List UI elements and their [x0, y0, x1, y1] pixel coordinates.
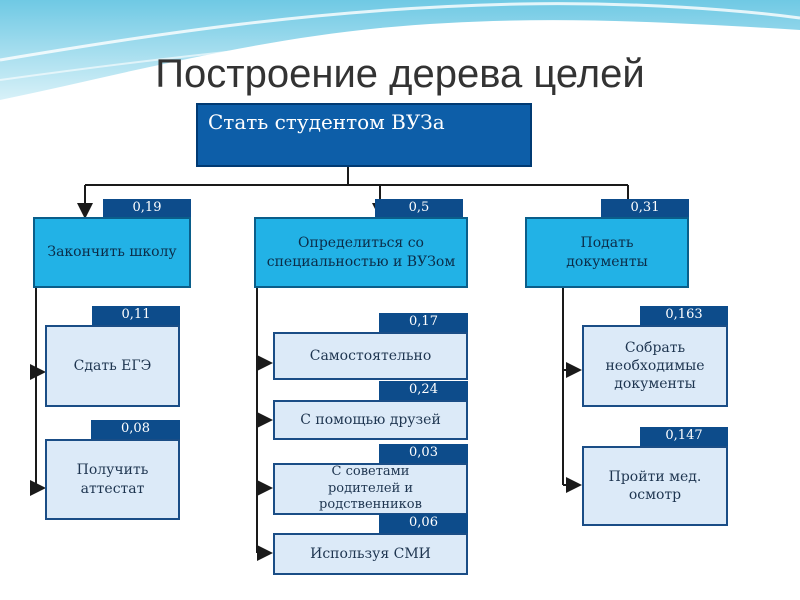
weight-badge: 0,03	[379, 444, 468, 464]
goal-finish-school: Закончить школу	[33, 217, 191, 288]
subgoal-media: Используя СМИ	[273, 533, 468, 575]
weight-badge: 0,24	[379, 381, 468, 401]
goal-choose-specialty: Определиться со специальностью и ВУЗом	[254, 217, 468, 288]
slide-title: Построение дерева целей	[155, 52, 645, 96]
header-wave-decoration	[0, 0, 800, 100]
weight-badge: 0,5	[375, 199, 463, 219]
subgoal-independently: Самостоятельно	[273, 332, 468, 380]
subgoal-parents-advice: С советами родителей и родственников	[273, 463, 468, 515]
subgoal-get-certificate: Получить аттестат	[45, 439, 180, 520]
subgoal-with-friends: С помощью друзей	[273, 400, 468, 440]
weight-badge: 0,17	[379, 313, 468, 333]
weight-badge: 0,163	[640, 306, 728, 326]
weight-badge: 0,06	[379, 514, 468, 534]
weight-badge: 0,08	[91, 420, 180, 440]
goal-submit-documents: Подать документы	[525, 217, 689, 288]
weight-badge: 0,19	[103, 199, 191, 219]
goal-root: Стать студентом ВУЗа	[196, 103, 532, 167]
subgoal-pass-exam: Сдать ЕГЭ	[45, 325, 180, 407]
weight-badge: 0,147	[640, 427, 728, 447]
subgoal-medical-exam: Пройти мед. осмотр	[582, 446, 728, 526]
weight-badge: 0,11	[92, 306, 180, 326]
weight-badge: 0,31	[601, 199, 689, 219]
subgoal-gather-documents: Собрать необходимые документы	[582, 325, 728, 407]
